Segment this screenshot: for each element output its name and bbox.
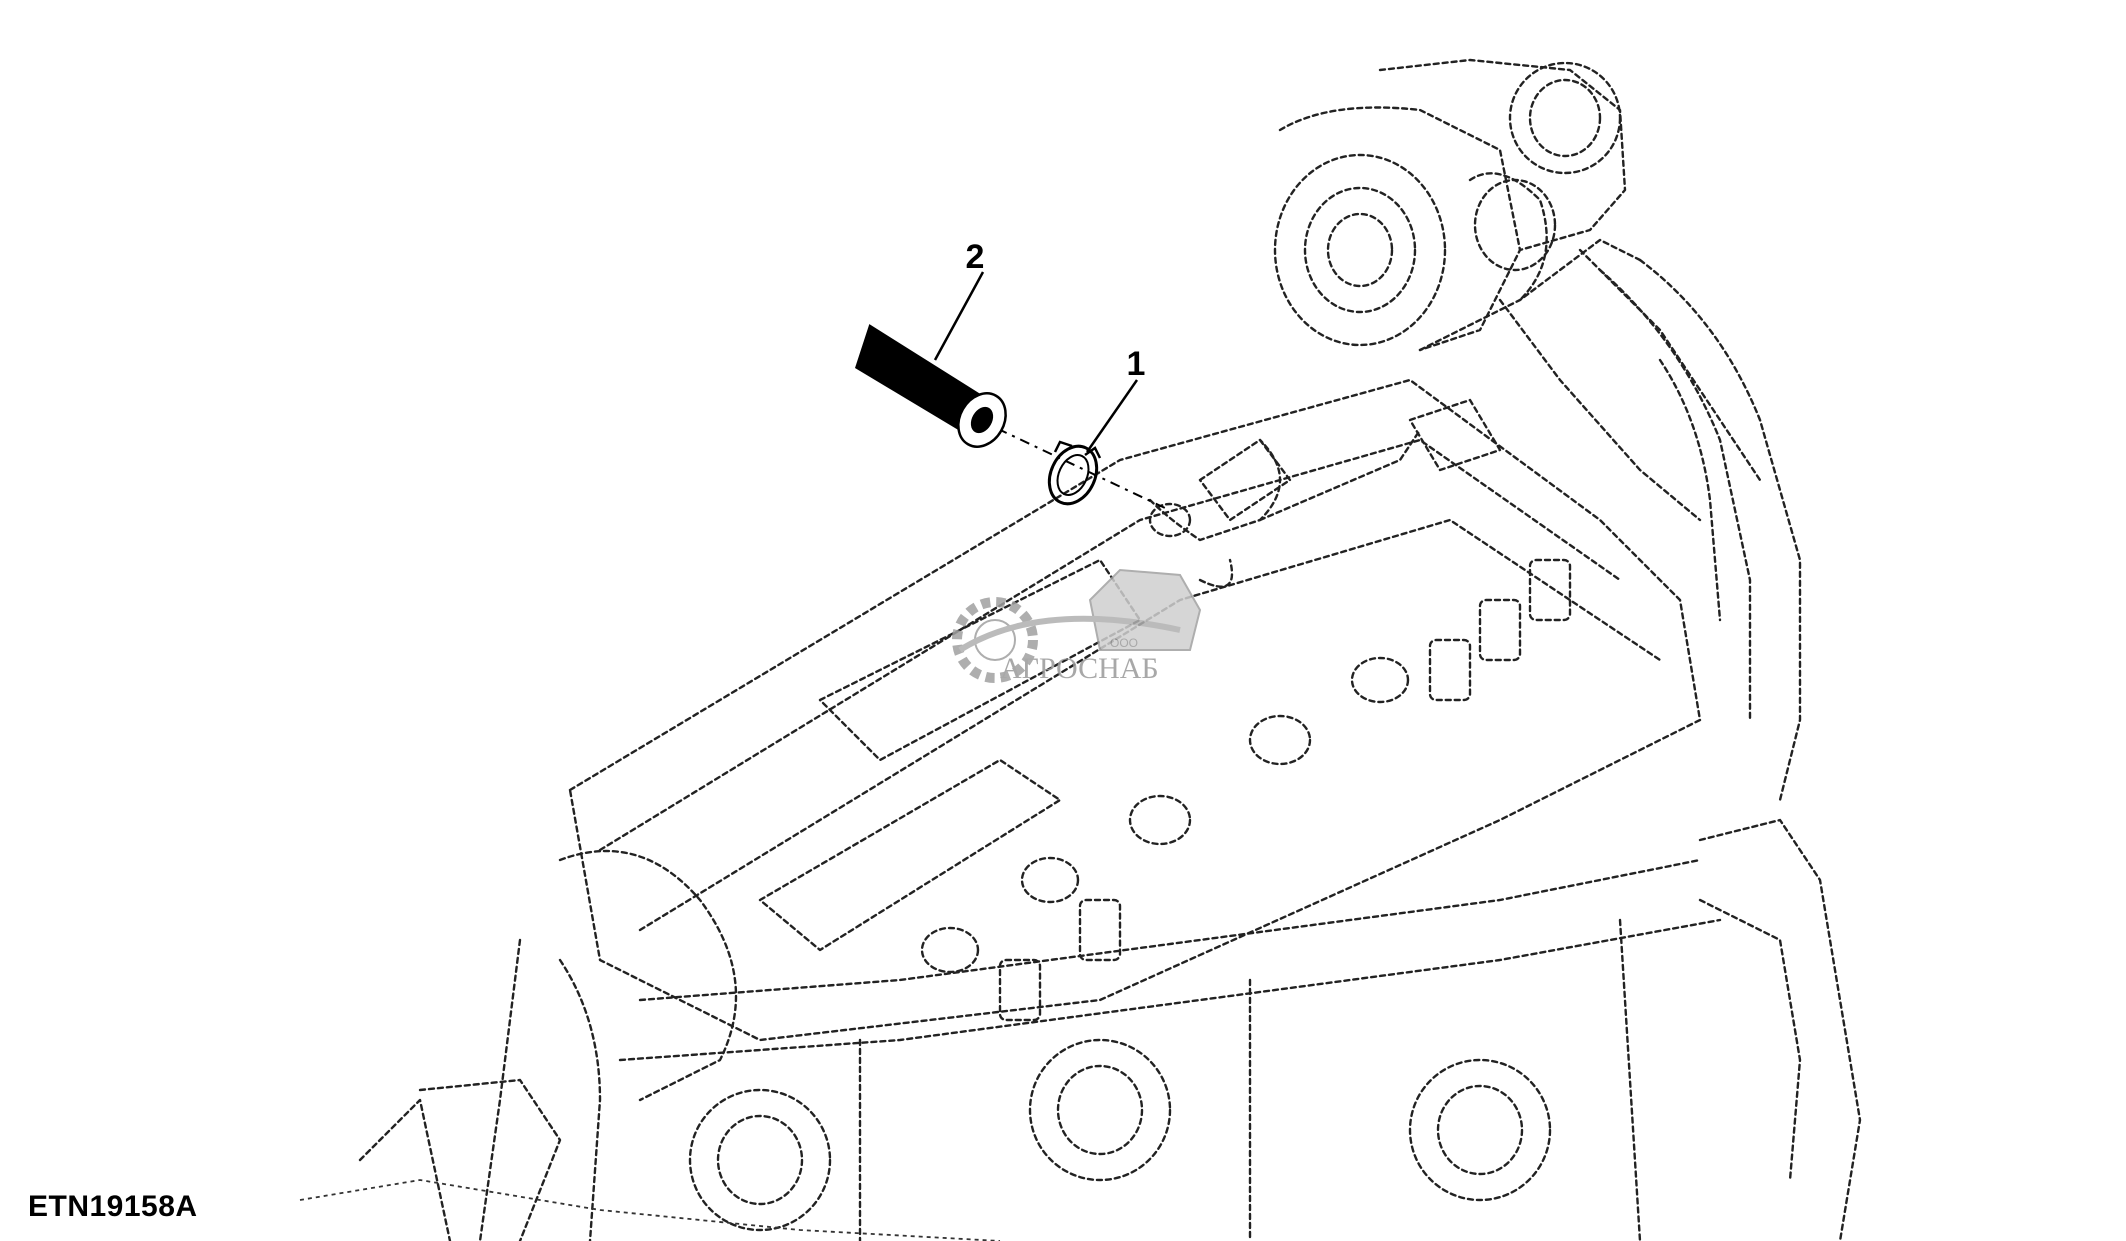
harvester-icon	[1088, 568, 1202, 651]
hose-body	[855, 322, 990, 440]
gear-icon	[952, 597, 1038, 683]
callout-2-label: 2	[966, 238, 985, 276]
callout-1-leader	[1085, 379, 1139, 453]
figure-id: ETN19158A	[28, 1190, 198, 1223]
callout-1-label: 1	[1127, 345, 1146, 383]
injector-outlines	[920, 558, 1572, 1022]
clamp-part	[1047, 440, 1102, 506]
watermark-logo: ООО АГРОСНАБ	[952, 568, 1202, 685]
assembly-axis	[974, 417, 1166, 509]
hose-part	[855, 318, 1007, 448]
breather-port-outline	[1148, 428, 1422, 588]
pipe-outline	[1598, 258, 1862, 1241]
watermark-name: АГРОСНАБ	[1000, 652, 1159, 685]
engine-block-outline	[299, 858, 1722, 1241]
clamp-ring-outer	[1047, 444, 1099, 506]
callout-2-leader	[933, 271, 985, 361]
watermark-prefix: ООО	[1110, 636, 1138, 650]
valve-cover-outline	[558, 378, 1702, 1102]
turbocharger-outline	[1273, 58, 1762, 522]
